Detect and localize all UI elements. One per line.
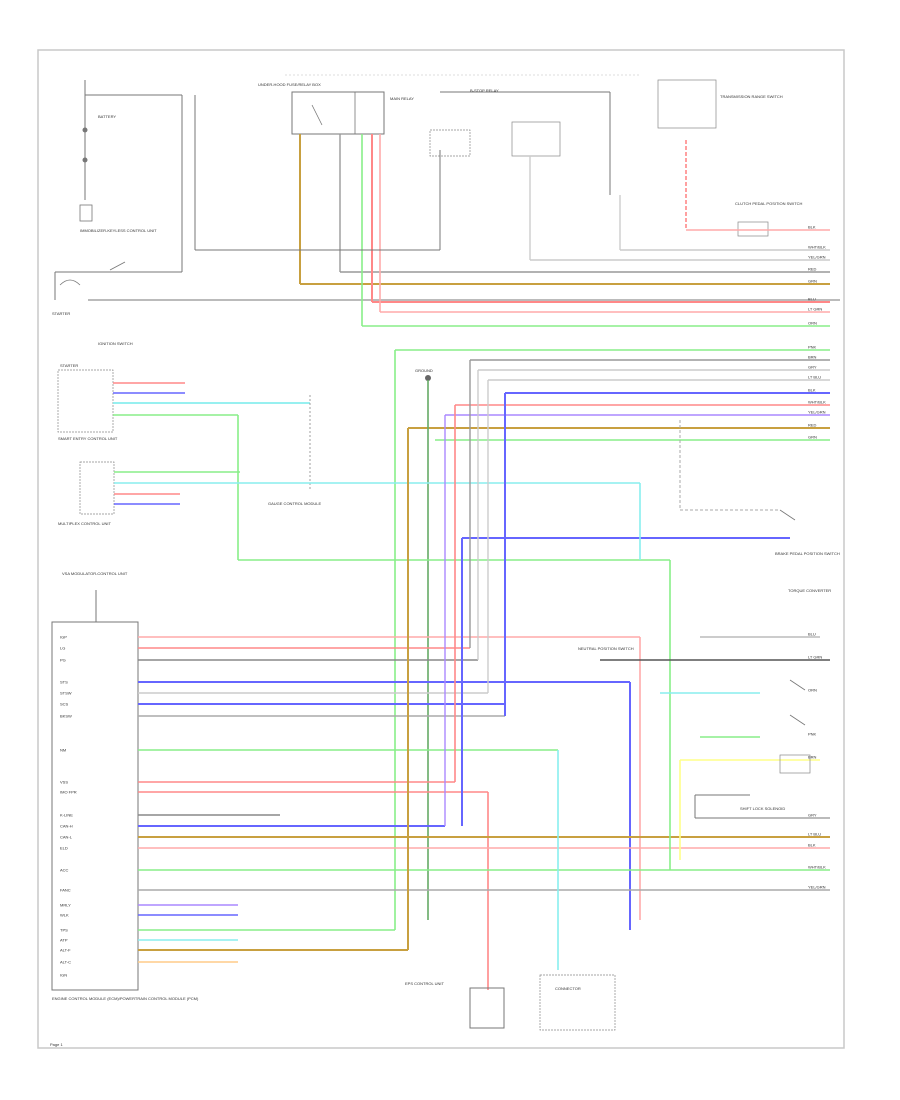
ecm-pin-label: ALT-C xyxy=(60,960,71,965)
wire-code-label: BLK xyxy=(808,388,816,393)
ecm-pin-label: FANC xyxy=(60,888,71,893)
bottom-modules: EPS CONTROL UNIT CONNECTOR Page 1 xyxy=(50,974,616,1047)
ecm-pin-label: WLK xyxy=(60,913,69,918)
battery-label: BATTERY xyxy=(98,114,116,119)
wire-code-label: LT GRN xyxy=(808,655,822,660)
wire-code-label: RED xyxy=(808,267,817,272)
wire-code-label: ORN xyxy=(808,688,817,693)
b-stop-relay-label: B-STOP RELAY xyxy=(470,88,499,93)
gauge-control-label: GAUGE CONTROL MODULE xyxy=(268,501,322,506)
wire-code-label: YEL/GRN xyxy=(808,885,826,890)
vsa-modulator-label: VSA MODULATOR-CONTROL UNIT xyxy=(62,571,128,576)
connector-label: CONNECTOR xyxy=(555,986,581,991)
ecm-pin-label: PG xyxy=(60,658,66,663)
page-ref: Page 1 xyxy=(50,1042,63,1047)
right-switches: NEUTRAL POSITION SWITCH SHIFT LOCK SOLEN… xyxy=(578,636,830,860)
starter-motor-label: STARTER xyxy=(52,311,70,316)
ecm-block: VSA MODULATOR-CONTROL UNIT ENGINE CONTRO… xyxy=(51,571,199,1001)
battery-circuit: BATTERY IMMOBILIZER-KEYLESS CONTROL UNIT xyxy=(79,80,183,272)
brake-switch-label: BRAKE PEDAL POSITION SWITCH xyxy=(775,551,840,556)
ecm-pin-label: ELD xyxy=(60,846,68,851)
main-relay-block: UNDER-HOOD FUSE/RELAY BOX MAIN RELAY xyxy=(258,82,414,135)
wire-code-label: WHT/BLK xyxy=(808,865,826,870)
wire-code-label: WHT/BLK xyxy=(808,245,826,250)
ecm-wire-bus xyxy=(138,360,830,990)
ecm-pin-label: ATP xyxy=(60,938,68,943)
wire-code-label: BLK xyxy=(808,843,816,848)
ecm-pin-label: STS xyxy=(60,680,68,685)
wire-code-label: YEL/GRN xyxy=(808,255,826,260)
multiplex-label: MULTIPLEX CONTROL UNIT xyxy=(58,521,111,526)
ecm-pin-label: IMO FPR xyxy=(60,790,77,795)
wire-code-label: PNK xyxy=(808,732,817,737)
ecm-pin-label: ACC xyxy=(60,868,69,873)
transmission-range-label: TRANSMISSION RANGE SWITCH xyxy=(720,94,783,99)
upper-wire-bus xyxy=(194,95,830,327)
ecm-pin-label: CAN-H xyxy=(60,824,73,829)
ecm-pin-label: NM xyxy=(60,748,66,753)
smart-entry-label: SMART ENTRY CONTROL UNIT xyxy=(58,436,118,441)
wire-code-label: WHT/BLK xyxy=(808,400,826,405)
ignition-switch-label: IGNITION SWITCH xyxy=(98,341,133,346)
ecm-pin-label: MRLY xyxy=(60,903,71,908)
wire-code-label: PNK xyxy=(808,345,817,350)
ecm-pin-label: LG xyxy=(60,646,65,651)
ecm-pin-label: CAN-L xyxy=(60,835,73,840)
wire-code-label: BLU xyxy=(808,632,816,637)
wire-code-label: LT GRN xyxy=(808,307,822,312)
middle-wire-bus: GROUND xyxy=(394,349,830,930)
wire-code-label: BLU xyxy=(808,297,816,302)
wire-code-label: YEL/GRN xyxy=(808,410,826,415)
ecm-pin-label: TPS xyxy=(60,928,68,933)
wire-code-label: BRN xyxy=(808,755,817,760)
ecm-label: ENGINE CONTROL MODULE (ECM)/POWERTRAIN C… xyxy=(52,996,199,1001)
wire-code-label: GRN xyxy=(808,279,817,284)
under-hood-fuse-label: UNDER-HOOD FUSE/RELAY BOX xyxy=(258,82,321,87)
clutch-pedal-label: CLUTCH PEDAL POSITION SWITCH xyxy=(735,201,803,206)
wire-code-label: GRN xyxy=(808,435,817,440)
ecm-pin-label: K-LINE xyxy=(60,813,73,818)
ecm-pin-label: IGP xyxy=(60,635,67,640)
wire-code-label: RED xyxy=(808,423,817,428)
ecm-pin-label: STSW xyxy=(60,691,72,696)
wire-code-label: LT BLU xyxy=(808,832,821,837)
ecm-pin-label: VSS xyxy=(60,780,68,785)
wire-code-label: ORN xyxy=(808,321,817,326)
multiplex-unit: MULTIPLEX CONTROL UNIT GAUGE CONTROL MOD… xyxy=(58,461,640,526)
ecm-pin-labels: IGP LG PG STS STSW SCS BKSW NM VSS IMO FPR K-LINE C… xyxy=(60,635,77,978)
wire-code-label: GRY xyxy=(808,813,817,818)
wire-code-label: LT BLU xyxy=(808,375,821,380)
terminal-column: BLK WHT/BLK YEL/GRN RED GRN BLU LT GRN ORN PNK BR… xyxy=(808,225,826,890)
starter-circuit: STARTER IGNITION SWITCH xyxy=(52,261,840,346)
ecm-pin-label: IGN xyxy=(60,973,67,978)
neutral-position-label: NEUTRAL POSITION SWITCH xyxy=(578,646,634,651)
immobilizer-unit: STARTER SMART ENTRY CONTROL UNIT xyxy=(57,363,670,561)
shift-lock-label: SHIFT LOCK SOLENOID xyxy=(740,806,785,811)
ecm-pin-label: SCS xyxy=(60,702,69,707)
brake-switch: BRAKE PEDAL POSITION SWITCH TORQUE CONVE… xyxy=(462,420,840,593)
ecm-pin-label: ALT-F xyxy=(60,948,71,953)
ground-point-label: GROUND xyxy=(415,368,433,373)
transmission-range-switch: TRANSMISSION RANGE SWITCH CLUTCH PEDAL P… xyxy=(657,79,803,237)
starter-section-label: STARTER xyxy=(60,363,78,368)
wire-code-label: GRY xyxy=(808,365,817,370)
eps-label: EPS CONTROL UNIT xyxy=(405,981,445,986)
wire-code-label: BLK xyxy=(808,225,816,230)
immobilizer-label: IMMOBILIZER-KEYLESS CONTROL UNIT xyxy=(80,228,157,233)
ground-point-icon xyxy=(425,375,431,381)
torque-converter-label: TORQUE CONVERTER xyxy=(788,588,831,593)
diagram-frame xyxy=(37,49,845,1049)
ecm-pin-label: BKSW xyxy=(60,714,72,719)
relay-boxes: B-STOP RELAY xyxy=(429,88,611,195)
wire-code-label: BRN xyxy=(808,355,817,360)
main-relay-label: MAIN RELAY xyxy=(390,96,414,101)
